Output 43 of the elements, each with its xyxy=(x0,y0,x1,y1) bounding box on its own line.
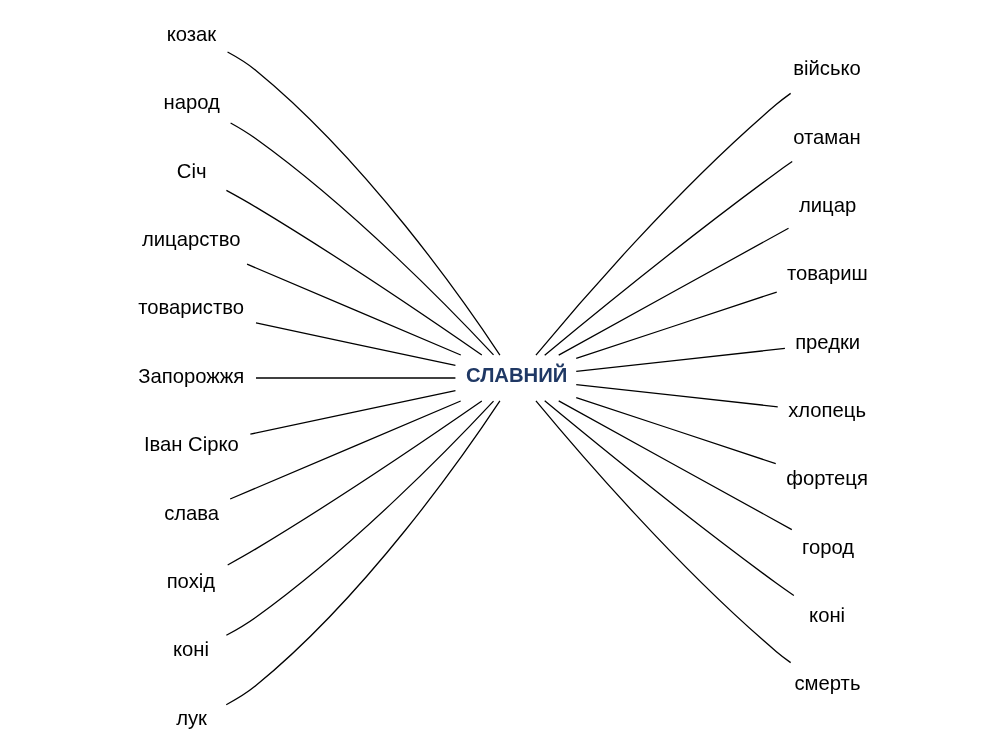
connector xyxy=(225,189,482,356)
node-text: народ xyxy=(163,91,220,114)
connector xyxy=(225,400,501,706)
node-text: коні xyxy=(172,638,209,661)
connector xyxy=(225,400,494,636)
connector xyxy=(575,396,776,465)
node-text: слава xyxy=(163,501,219,524)
connector xyxy=(229,122,494,356)
connector xyxy=(575,347,786,373)
node-text: військо xyxy=(792,57,861,80)
node-text: коні xyxy=(808,604,845,627)
node-text: козак xyxy=(166,23,216,46)
node-text: лук xyxy=(175,706,207,729)
node-text: хлопець xyxy=(787,398,866,421)
connector xyxy=(543,400,794,597)
node-text: Січ xyxy=(176,159,206,182)
node-text: лицар xyxy=(798,193,856,216)
node-text: фортеця xyxy=(785,467,868,490)
connector xyxy=(245,263,461,356)
node-text: товариш xyxy=(786,262,868,285)
connector xyxy=(249,389,456,435)
node-text: предки xyxy=(794,330,860,353)
node-text: СЛАВНИЙ xyxy=(465,363,567,386)
connector xyxy=(254,377,456,379)
node-text: похід xyxy=(166,569,215,592)
connector xyxy=(534,400,791,664)
node-text: Запорожжя xyxy=(137,364,244,387)
connector xyxy=(254,322,456,366)
connector xyxy=(575,291,777,360)
connector xyxy=(229,400,461,500)
connector xyxy=(557,400,792,531)
connector xyxy=(543,160,793,356)
node-text: город xyxy=(801,535,854,558)
connector xyxy=(226,51,501,356)
connector xyxy=(534,92,791,356)
node-text: товариство xyxy=(137,296,244,319)
connector xyxy=(575,383,778,408)
node-text: отаман xyxy=(792,125,861,148)
node-text: смерть xyxy=(794,672,860,695)
node-text: лицарство xyxy=(141,228,240,251)
node-text: Іван Сірко xyxy=(143,433,239,456)
connector xyxy=(557,227,789,356)
connector xyxy=(226,400,482,566)
